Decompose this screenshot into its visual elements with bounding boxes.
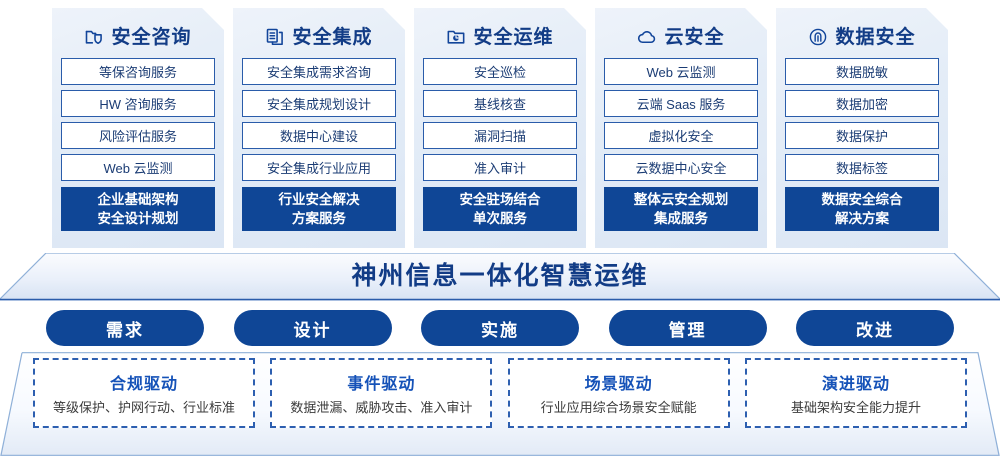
pillar-summary-line: 集成服务 xyxy=(654,211,708,226)
driver-card-evolution[interactable]: 演进驱动 基础架构安全能力提升 xyxy=(744,358,967,428)
pillar-summary-line: 安全设计规划 xyxy=(97,211,179,226)
folder-shield-icon xyxy=(84,27,104,47)
pillar-item[interactable]: 准入审计 xyxy=(423,154,577,181)
pillar-summary-line: 企业基础架构 xyxy=(97,192,179,207)
drivers-row: 合规驱动 等级保护、护网行动、行业标准 事件驱动 数据泄漏、威胁攻击、准入审计 … xyxy=(0,358,1000,446)
pillar-item[interactable]: 云数据中心安全 xyxy=(604,154,758,181)
pillar-item[interactable]: 数据加密 xyxy=(785,90,939,117)
folder-chart-icon xyxy=(446,27,466,47)
process-step-improvement[interactable]: 改进 xyxy=(796,310,954,346)
pillar-summary[interactable]: 整体云安全规划 集成服务 xyxy=(604,187,758,231)
pillar-title: 数据安全 xyxy=(835,26,916,48)
pillar-item[interactable]: 安全集成规划设计 xyxy=(242,90,396,117)
driver-card-scenario[interactable]: 场景驱动 行业应用综合场景安全赋能 xyxy=(507,358,730,428)
pillar-title: 安全咨询 xyxy=(111,26,192,48)
pillar-cards-row: 安全咨询 等保咨询服务 HW 咨询服务 风险评估服务 Web 云监测 企业基础架… xyxy=(0,8,1000,256)
pillar-item[interactable]: 基线核查 xyxy=(423,90,577,117)
banner-title: 神州信息一体化智慧运维 xyxy=(351,262,649,290)
pillar-summary[interactable]: 数据安全综合 解决方案 xyxy=(785,187,939,231)
pillar-item[interactable]: Web 云监测 xyxy=(61,154,215,181)
banner-outline xyxy=(0,253,1000,301)
pillar-summary-line: 行业安全解决 xyxy=(278,192,360,207)
pillar-item[interactable]: 数据脱敏 xyxy=(785,58,939,85)
pillar-item[interactable]: 数据中心建设 xyxy=(242,122,396,149)
driver-title: 合规驱动 xyxy=(109,376,178,393)
process-step-management[interactable]: 管理 xyxy=(608,310,767,346)
pillar-summary-line: 单次服务 xyxy=(473,211,527,226)
fingerprint-icon xyxy=(808,27,828,47)
pillar-summary[interactable]: 企业基础架构 安全设计规划 xyxy=(61,187,215,231)
pillar-header: 安全咨询 xyxy=(61,16,215,58)
pillar-card-security-integration[interactable]: 安全集成 安全集成需求咨询 安全集成规划设计 数据中心建设 安全集成行业应用 行… xyxy=(233,8,405,248)
pillar-header: 云安全 xyxy=(604,16,758,58)
pillar-header: 安全集成 xyxy=(242,16,396,58)
process-steps-row: 需求 设计 实施 管理 改进 xyxy=(0,310,1000,348)
pillar-item[interactable]: 数据保护 xyxy=(785,122,939,149)
pillar-item-list: Web 云监测 云端 Saas 服务 虚拟化安全 云数据中心安全 xyxy=(604,58,758,181)
process-step-design[interactable]: 设计 xyxy=(233,310,392,346)
pillar-summary-line: 数据安全综合 xyxy=(821,192,903,207)
driver-title: 事件驱动 xyxy=(347,376,416,393)
pillar-summary-line: 安全驻场结合 xyxy=(459,192,541,207)
driver-description: 行业应用综合场景安全赋能 xyxy=(540,400,697,415)
platform-banner: 神州信息一体化智慧运维 xyxy=(0,253,1000,301)
pillar-summary-line: 方案服务 xyxy=(292,211,346,226)
pillar-item-list: 安全集成需求咨询 安全集成规划设计 数据中心建设 安全集成行业应用 xyxy=(242,58,396,181)
pillar-summary-line: 解决方案 xyxy=(835,211,889,226)
pillar-card-security-consulting[interactable]: 安全咨询 等保咨询服务 HW 咨询服务 风险评估服务 Web 云监测 企业基础架… xyxy=(52,8,224,248)
driver-description: 数据泄漏、威胁攻击、准入审计 xyxy=(290,400,473,415)
process-step-implementation[interactable]: 实施 xyxy=(421,310,579,346)
pillar-card-cloud-security[interactable]: 云安全 Web 云监测 云端 Saas 服务 虚拟化安全 云数据中心安全 整体云… xyxy=(595,8,767,248)
driver-description: 等级保护、护网行动、行业标准 xyxy=(52,400,235,415)
drivers-section: 合规驱动 等级保护、护网行动、行业标准 事件驱动 数据泄漏、威胁攻击、准入审计 … xyxy=(0,352,1000,456)
pillar-item-list: 等保咨询服务 HW 咨询服务 风险评估服务 Web 云监测 xyxy=(61,58,215,181)
driver-description: 基础架构安全能力提升 xyxy=(790,400,921,415)
pillar-card-data-security[interactable]: 数据安全 数据脱敏 数据加密 数据保护 数据标签 数据安全综合 解决方案 xyxy=(776,8,948,248)
pillar-item[interactable]: 安全集成行业应用 xyxy=(242,154,396,181)
drivers-outline xyxy=(0,352,1000,456)
driver-card-incident[interactable]: 事件驱动 数据泄漏、威胁攻击、准入审计 xyxy=(270,358,493,428)
pillar-item[interactable]: 虚拟化安全 xyxy=(604,122,758,149)
process-step-requirement[interactable]: 需求 xyxy=(46,310,204,346)
driver-title: 演进驱动 xyxy=(821,376,890,393)
pillar-title: 安全运维 xyxy=(473,26,554,48)
driver-title: 场景驱动 xyxy=(584,376,653,393)
pillar-item[interactable]: 数据标签 xyxy=(785,154,939,181)
pillar-item[interactable]: 风险评估服务 xyxy=(61,122,215,149)
pillar-summary-line: 整体云安全规划 xyxy=(633,192,729,207)
pillar-header: 安全运维 xyxy=(423,16,577,58)
pillar-item[interactable]: HW 咨询服务 xyxy=(61,90,215,117)
pillar-item[interactable]: 安全集成需求咨询 xyxy=(242,58,396,85)
documents-stack-icon xyxy=(265,27,285,47)
pillar-title: 安全集成 xyxy=(292,26,373,48)
cloud-icon xyxy=(637,27,657,47)
pillar-item-list: 数据脱敏 数据加密 数据保护 数据标签 xyxy=(785,58,939,181)
pillar-item[interactable]: 云端 Saas 服务 xyxy=(604,90,758,117)
pillar-item[interactable]: 等保咨询服务 xyxy=(61,58,215,85)
pillar-title: 云安全 xyxy=(664,26,725,48)
pillar-summary[interactable]: 行业安全解决 方案服务 xyxy=(242,187,396,231)
banner-trapezoid-shape xyxy=(0,253,1000,301)
pillar-summary[interactable]: 安全驻场结合 单次服务 xyxy=(423,187,577,231)
pillar-item[interactable]: 漏洞扫描 xyxy=(423,122,577,149)
pillar-header: 数据安全 xyxy=(785,16,939,58)
pillar-card-security-operations[interactable]: 安全运维 安全巡检 基线核查 漏洞扫描 准入审计 安全驻场结合 单次服务 xyxy=(414,8,586,248)
pillar-item[interactable]: 安全巡检 xyxy=(423,58,577,85)
driver-card-compliance[interactable]: 合规驱动 等级保护、护网行动、行业标准 xyxy=(33,358,255,428)
pillar-item-list: 安全巡检 基线核查 漏洞扫描 准入审计 xyxy=(423,58,577,181)
pillar-item[interactable]: Web 云监测 xyxy=(604,58,758,85)
